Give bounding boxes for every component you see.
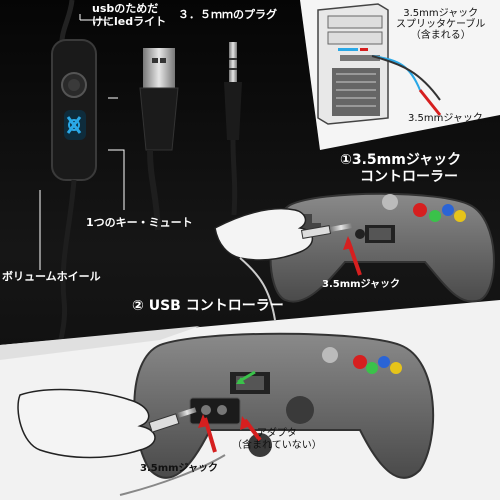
audio-plug-icon: [224, 42, 242, 216]
hand-icon: [17, 388, 197, 459]
section2-title: ② USB コントローラー: [132, 298, 284, 314]
jack-pc-label: 3.5mmジャック: [408, 113, 483, 124]
hand-icon: [214, 207, 353, 321]
mute-key-label: 1つのキー・ミュート: [86, 216, 193, 229]
controller-icon: [269, 192, 495, 303]
jack-controller1-label: 3.5mmジャック: [322, 279, 401, 290]
headset-remote-icon: [22, 0, 97, 500]
pc-tower-icon: [317, 3, 442, 125]
usb-plug-icon: [139, 48, 179, 231]
plug-35-label: ３．５ｍｍのプラグ: [178, 8, 277, 21]
usb-light-label: usbのためだ けにledライト: [92, 2, 167, 28]
jack-controller2-label: 3.5mmジャック: [140, 463, 219, 474]
adapter-label: アダプタ （含まれていない）: [232, 428, 322, 451]
splitter-cable-label: 3.5mmジャック スプリッタケーブル （含まれる）: [396, 8, 486, 41]
section1-title: ①3.5mmジャック コントローラー: [340, 152, 462, 185]
controller-icon: [133, 332, 435, 479]
volume-wheel-label: ボリュームホイール: [2, 270, 101, 283]
